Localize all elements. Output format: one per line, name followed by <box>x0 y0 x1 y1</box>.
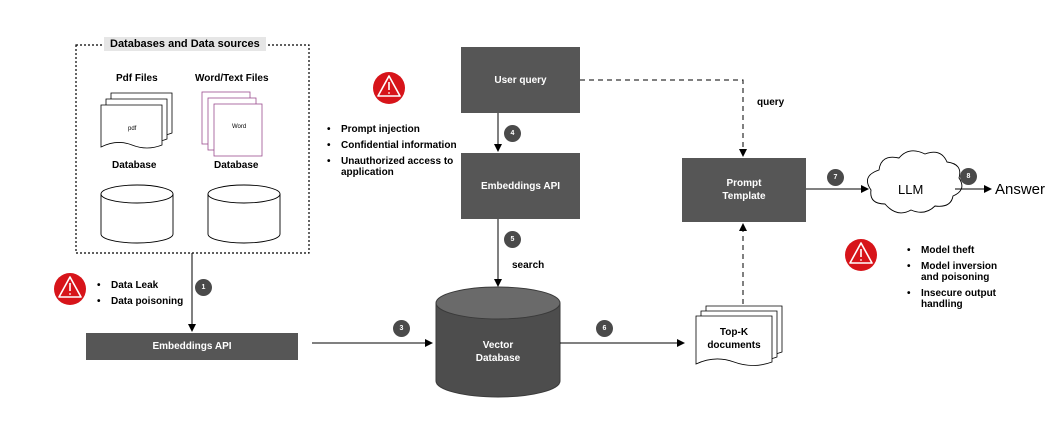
risk-item: Model theft <box>905 245 1005 256</box>
warning-icon-model <box>845 239 877 271</box>
edge-label-search: search <box>512 260 545 271</box>
vector-database-label: Vector Database <box>475 340 521 364</box>
pdf-doc-text: pdf <box>128 126 137 132</box>
risk-item: Unauthorized access to application <box>325 156 465 178</box>
step-marker-7: 7 <box>827 169 844 186</box>
pdf-files-icon <box>100 92 173 149</box>
risk-item: Confidential information <box>325 140 465 151</box>
edge-userquery-to-prompt <box>580 79 747 157</box>
warning-icon-data <box>54 273 86 305</box>
database-cylinder-2 <box>207 184 281 244</box>
top-k-documents-icon <box>695 305 783 366</box>
database-cylinder-1 <box>100 184 174 244</box>
pdf-files-label: Pdf Files <box>116 73 158 84</box>
word-files-label: Word/Text Files <box>195 73 269 84</box>
risk-item: Data poisoning <box>95 296 183 307</box>
word-files-icon <box>201 91 263 157</box>
embeddings-api-left-box <box>86 333 298 360</box>
prompt-template-label: Prompt Template <box>722 178 766 202</box>
database-label-2: Database <box>214 160 259 171</box>
risk-item: Data Leak <box>95 280 183 291</box>
edge-label-query: query <box>757 97 785 108</box>
risk-item: Insecure output handling <box>905 288 1005 310</box>
data-risks-list: Data Leak Data poisoning <box>95 280 183 312</box>
step-marker-4: 4 <box>504 125 521 142</box>
step-marker-1: 1 <box>195 279 212 296</box>
step-marker-3: 3 <box>393 320 410 337</box>
risk-item: Model inversion and poisoning <box>905 261 1005 283</box>
user-query-box <box>461 47 580 113</box>
top-k-documents-label: Top-K documents <box>707 327 761 351</box>
vector-database-cylinder <box>435 286 561 398</box>
risk-item: Prompt injection <box>325 124 465 135</box>
prompt-template-box <box>682 158 806 222</box>
model-risks-list: Model theft Model inversion and poisonin… <box>905 245 1005 315</box>
llm-label: LLM <box>898 182 924 197</box>
prompt-risks-list: Prompt injection Confidential informatio… <box>325 124 465 183</box>
data-sources-title: Databases and Data sources <box>104 37 266 51</box>
step-marker-8: 8 <box>960 168 977 185</box>
embeddings-api-center-label: Embeddings API <box>480 180 561 192</box>
database-label-1: Database <box>112 160 157 171</box>
llm-cloud <box>866 150 963 214</box>
answer-label: Answer <box>995 181 1046 198</box>
warning-icon-prompt <box>373 72 405 104</box>
user-query-label: User query <box>494 74 547 86</box>
step-marker-5: 5 <box>504 231 521 248</box>
embeddings-api-left-label: Embeddings API <box>152 341 232 352</box>
embeddings-api-center-box <box>461 153 580 219</box>
step-marker-6: 6 <box>596 320 613 337</box>
word-doc-text: Word <box>232 124 247 130</box>
